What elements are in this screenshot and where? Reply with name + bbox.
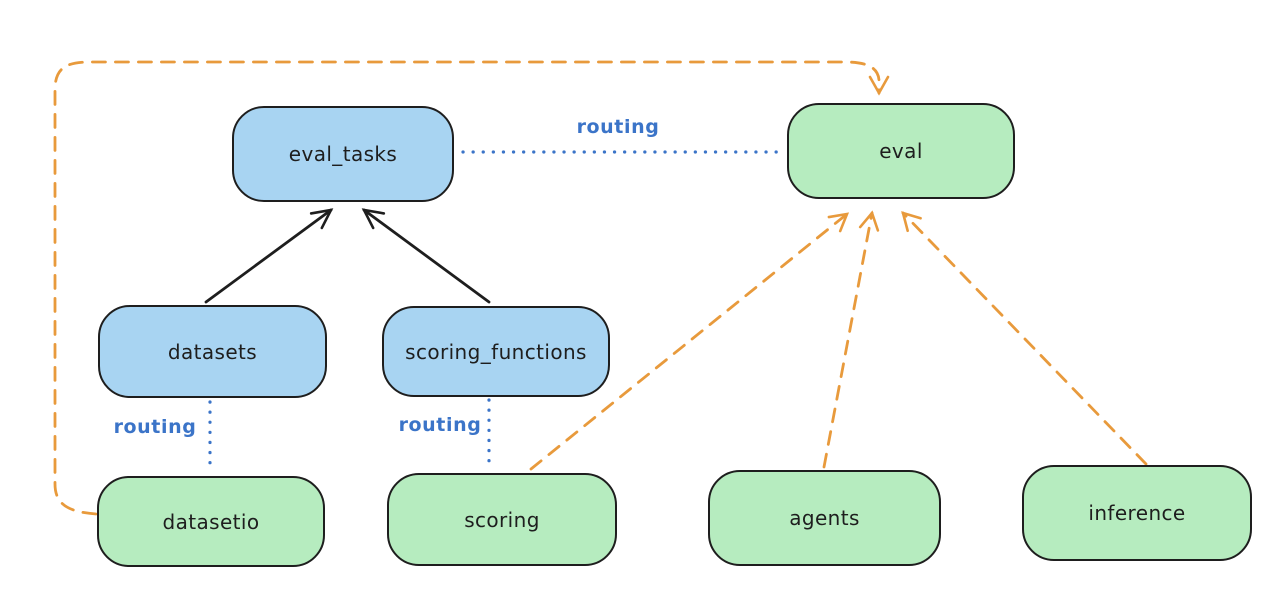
node-scoring-functions: scoring_functions — [382, 306, 610, 397]
node-agents-label: agents — [789, 506, 860, 530]
node-datasetio: datasetio — [97, 476, 325, 567]
routing-label-scoring-functions-scoring: routing — [398, 414, 482, 436]
edge-scoring-functions-to-eval-tasks — [361, 208, 491, 304]
node-datasetio-label: datasetio — [162, 509, 260, 534]
node-eval-tasks-label: eval_tasks — [288, 142, 398, 166]
node-datasets-label: datasets — [167, 339, 258, 364]
edge-agents-to-eval — [822, 210, 880, 469]
edge-datasetio-to-eval — [53, 60, 890, 516]
node-datasets: datasets — [98, 305, 327, 398]
edge-inference-to-eval — [901, 211, 1148, 466]
node-eval: eval — [787, 103, 1015, 199]
edge-datasets-to-eval-tasks — [204, 208, 334, 304]
node-agents: agents — [708, 470, 941, 566]
node-inference: inference — [1022, 465, 1252, 561]
node-eval-label: eval — [879, 139, 923, 163]
node-scoring-label: scoring — [464, 507, 540, 532]
routing-label-datasets-datasetio: routing — [113, 416, 197, 438]
node-eval-tasks: eval_tasks — [232, 106, 454, 202]
routing-label-eval-tasks-eval: routing — [576, 116, 660, 138]
node-scoring-functions-label: scoring_functions — [405, 339, 587, 364]
node-inference-label: inference — [1088, 501, 1186, 525]
node-scoring: scoring — [387, 473, 617, 566]
